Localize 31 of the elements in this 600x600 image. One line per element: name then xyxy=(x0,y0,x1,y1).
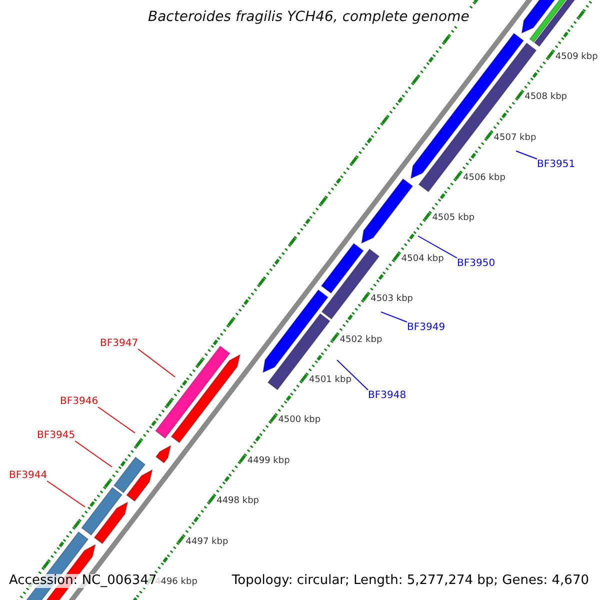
gene-label: BF3951 xyxy=(537,159,576,170)
leader-line xyxy=(74,440,112,468)
gene-label: BF3944 xyxy=(9,470,48,481)
tick-label: 4499 kbp xyxy=(247,456,290,467)
tick-label: 4504 kbp xyxy=(401,254,444,265)
gene-label: BF3950 xyxy=(457,258,496,269)
tick-label: 4507 kbp xyxy=(494,134,536,144)
leader-line xyxy=(380,312,408,322)
tick-label: 4501 kbp xyxy=(309,376,352,386)
gene-label: BF3946 xyxy=(60,396,98,407)
gene-label: BF3948 xyxy=(368,390,406,401)
leader-line xyxy=(98,406,136,434)
tick-label: 4497 kbp xyxy=(186,538,228,548)
tick-label: 4498 kbp xyxy=(216,497,259,508)
gene-label: BF3947 xyxy=(100,338,138,349)
gene-label: BF3949 xyxy=(407,322,446,333)
tick-label: 4503 kbp xyxy=(370,295,413,306)
tick-label: 4506 kbp xyxy=(463,174,506,184)
leader-line xyxy=(418,236,458,258)
gene-label: BF3945 xyxy=(37,430,76,441)
tick-label: 4496 kbp xyxy=(155,578,198,588)
leader-line xyxy=(46,480,86,508)
leader-line xyxy=(336,360,368,390)
title: Bacteroides fragilis YCH46, complete genome xyxy=(145,10,472,26)
tick-label: 4502 kbp xyxy=(340,336,382,346)
leader-line xyxy=(516,150,538,160)
tick-label: 4509 kbp xyxy=(555,52,598,63)
tick-label: 4508 kbp xyxy=(524,93,567,104)
tick-label: 4500 kbp xyxy=(278,416,321,426)
leader-line xyxy=(138,348,176,378)
tick-label: 4505 kbp xyxy=(432,214,475,224)
